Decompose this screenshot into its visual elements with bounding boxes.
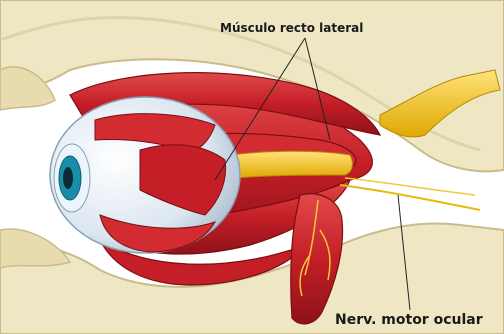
label-lateral-rectus: Músculo recto lateral — [220, 21, 363, 35]
label-motor-nerve: Nerv. motor ocular — [335, 312, 483, 328]
pupil — [63, 167, 73, 189]
optic-nerve — [230, 151, 352, 178]
motor-nerve-branch — [340, 185, 480, 210]
orbit-rim-lower — [0, 229, 70, 268]
motor-nerve-branch-2 — [345, 178, 475, 195]
